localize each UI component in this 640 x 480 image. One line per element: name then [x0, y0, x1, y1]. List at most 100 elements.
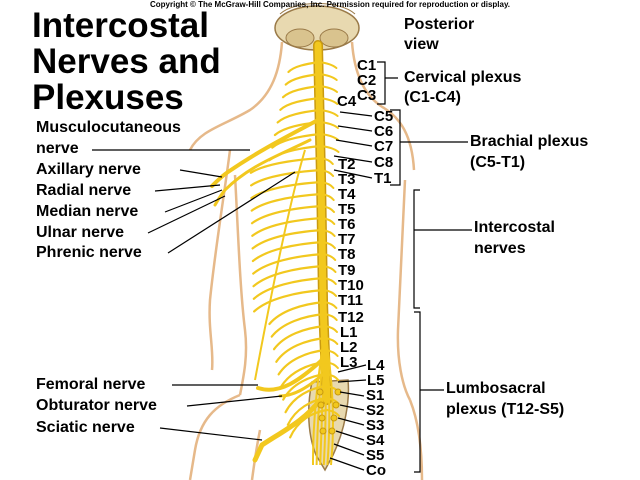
sacral-foramen: [330, 414, 338, 422]
segment-pointer: [339, 404, 365, 411]
spinal-nerve-right: [322, 277, 337, 285]
segment-pointer: [333, 443, 365, 456]
brachial-plexus-label-line-2: (C5-T1): [470, 154, 526, 171]
spinal-nerve-right: [322, 265, 337, 273]
spinal-nerve-right: [318, 85, 339, 93]
spinal-nerve-left: [252, 276, 325, 300]
cervical-plexus-label-line-1: Cervical plexus: [404, 69, 522, 86]
spinal-nerve-right: [323, 301, 338, 309]
segment-pointer: [339, 111, 373, 117]
spinal-nerve-left: [251, 240, 325, 263]
segment-label-s5: S5: [366, 447, 385, 464]
spinal-nerve-right: [319, 133, 340, 141]
left-hip-outline: [188, 393, 241, 480]
brachial-plexus-label-line-1: Brachial plexus: [470, 133, 589, 150]
segment-label-c2: C2: [357, 72, 377, 89]
spinal-nerve-right: [324, 325, 339, 333]
segment-pointer: [333, 155, 373, 163]
radial-leader: [154, 184, 221, 192]
right-torso-outline: [396, 179, 412, 401]
phrenic-leader: [167, 171, 296, 254]
lumbosacral-label-line-1: Lumbosacral: [446, 380, 546, 397]
segment-pointer: [339, 391, 365, 397]
spinal-nerve-left: [287, 60, 320, 74]
spinal-nerve-right: [320, 181, 335, 189]
spinal-nerve-right: [321, 241, 336, 249]
copyright-notice: Copyright © The McGraw-Hill Companies, I…: [150, 0, 511, 9]
segment-label-s1: S1: [366, 387, 385, 404]
axillary-nerve-label: Axillary nerve: [36, 161, 141, 178]
spinal-nerve-right: [317, 73, 338, 81]
segment-label-l4: L4: [367, 357, 385, 374]
spinal-nerve-right: [321, 229, 336, 237]
spinal-nerve-right: [324, 361, 339, 369]
neck-outline-left: [188, 41, 284, 151]
spinal-nerve-right: [323, 313, 338, 321]
spinal-nerve-right: [320, 193, 335, 201]
segment-label-l3: L3: [340, 354, 358, 371]
spinal-nerve-right: [326, 409, 341, 417]
spinal-nerve-left: [276, 108, 321, 124]
segment-label-s4: S4: [366, 432, 385, 449]
spinal-nerve-left: [284, 384, 328, 414]
spinal-nerve-right: [319, 157, 334, 165]
segment-label-l2: L2: [340, 339, 358, 356]
sciatic-leader: [159, 427, 263, 441]
obturator-trunk: [278, 373, 324, 398]
spinal-nerve-left: [272, 324, 327, 351]
spinal-nerve-right: [321, 217, 336, 225]
femoral-nerve-label: Femoral nerve: [36, 376, 146, 393]
segment-label-t8: T8: [338, 246, 356, 263]
brachial-trunk: [210, 118, 320, 188]
segment-pointer: [337, 417, 365, 426]
segment-label-c4: C4: [337, 93, 357, 110]
lumbosacral-bracket: [414, 311, 444, 473]
cervical-bracket: [377, 61, 398, 105]
spinal-nerve-right: [317, 61, 338, 69]
segment-label-l1: L1: [340, 324, 358, 341]
brachial-bracket: [390, 109, 468, 186]
spinal-nerve-left: [268, 300, 326, 326]
spinal-nerve-right: [320, 169, 335, 177]
intercostal-label-line-1: Intercostal: [474, 219, 555, 236]
segment-pointers: [329, 111, 373, 471]
segment-pointer: [337, 125, 373, 132]
spinal-nerve-left: [252, 252, 325, 275]
segment-pointer: [329, 457, 365, 471]
spinal-nerve-right: [324, 349, 339, 357]
segment-label-t11: T11: [338, 292, 364, 309]
title-line-2: Nerves and: [32, 42, 221, 81]
spinal-nerve-right: [325, 373, 340, 381]
median-leader: [164, 189, 223, 213]
spinal-nerve-left: [250, 204, 324, 225]
view-label-line-2: view: [404, 36, 439, 53]
segment-label-c1: C1: [357, 57, 377, 74]
title-line-3: Plexuses: [32, 78, 184, 117]
segment-label-t10: T10: [338, 277, 364, 294]
title-line-1: Intercostal: [32, 6, 209, 45]
segment-label-c6: C6: [374, 123, 394, 140]
spinal-nerve-left: [281, 84, 321, 99]
spinal-nerve-left: [251, 228, 324, 250]
spinal-nerve-left: [284, 72, 320, 86]
neck-outline-right: [350, 41, 416, 171]
segment-label-t12: T12: [338, 309, 364, 326]
spinal-nerve-right: [323, 289, 338, 297]
ulnar-leader: [147, 195, 226, 234]
spinal-nerve-left: [250, 180, 323, 200]
spinal-nerve-right: [322, 253, 337, 261]
right-hip-outline: [408, 399, 424, 480]
segment-label-t7: T7: [338, 231, 356, 248]
segment-label-c7: C7: [374, 138, 394, 155]
spinal-nerve-left: [277, 348, 327, 376]
sacral-foramen: [328, 427, 336, 435]
spinal-nerve-left: [250, 168, 323, 187]
radial-nerve-label: Radial nerve: [36, 182, 132, 199]
segment-pointer: [333, 169, 373, 179]
lumbosacral-label-line-2: plexus (T12-S5): [446, 401, 565, 418]
view-label-line-1: Posterior: [404, 16, 475, 33]
segment-label-c8: C8: [374, 154, 394, 171]
spinal-nerve-right: [318, 121, 339, 129]
spinal-nerve-left: [250, 192, 323, 212]
callouts: [92, 61, 472, 473]
